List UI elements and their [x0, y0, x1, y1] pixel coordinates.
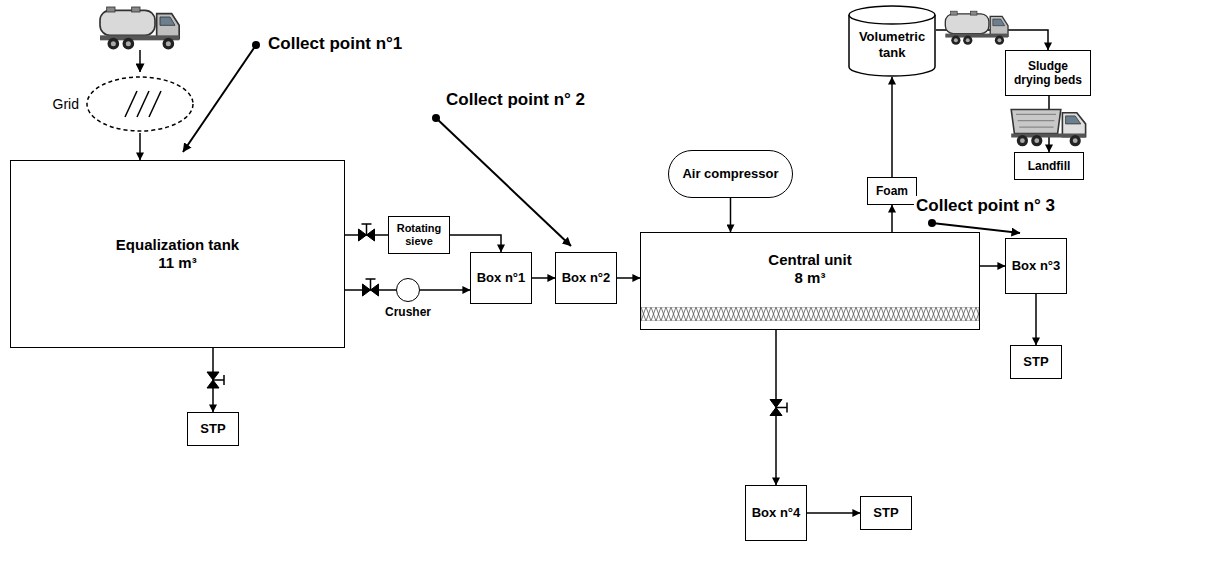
leader-line — [183, 45, 256, 152]
process-box: Box n°2 — [555, 252, 617, 304]
tank-cylinder: Volumetric tank — [848, 5, 936, 77]
node-content: Box n°2 — [556, 253, 616, 303]
valve-handle — [213, 375, 224, 385]
valve-symbol — [207, 372, 224, 388]
process-box: Foam — [867, 177, 917, 205]
node-title: Equalization tank — [116, 236, 239, 254]
node-detail: 11 m³ — [158, 254, 196, 272]
node-title: STP — [200, 421, 225, 437]
dump-truck — [1011, 110, 1085, 147]
flow-connector — [617, 277, 640, 279]
outlet-box: STP — [187, 412, 239, 446]
delivery-arrow — [139, 50, 141, 72]
tank-box: Central unit8 m³ — [640, 232, 980, 330]
diffuser-band — [641, 307, 979, 321]
node-detail: 8 m³ — [795, 269, 826, 287]
flow-connector — [807, 512, 860, 514]
node-title: Crusher — [385, 305, 431, 319]
leader-line — [436, 118, 571, 246]
flow-connector — [450, 235, 501, 252]
node-content: Central unit8 m³ — [641, 233, 979, 329]
tank-box: Equalization tank11 m³ — [10, 160, 345, 348]
node-title: STP — [873, 505, 898, 521]
valve-symbol — [770, 400, 787, 416]
valve-symbol — [359, 224, 375, 241]
tanker-truck — [945, 11, 1008, 45]
equipment-box: Air compressor — [668, 150, 793, 198]
node-title: Rotating sieve — [394, 222, 444, 248]
flow-connector — [1035, 294, 1037, 345]
grid-bar — [137, 91, 149, 117]
grid-bar — [149, 91, 161, 117]
process-box: Box n°3 — [1005, 238, 1067, 294]
node-content: Foam — [868, 178, 916, 204]
node-content: Volumetric tank — [848, 5, 936, 77]
cylinder-top — [849, 6, 935, 24]
tanker-truck — [100, 7, 179, 50]
grid-symbol — [85, 75, 195, 133]
node-content: Air compressor — [669, 151, 792, 197]
callout-label: Collect point n°1 — [266, 34, 404, 54]
process-box: Landfill — [1014, 152, 1084, 180]
process-box: Box n°1 — [470, 252, 532, 304]
flow-connector — [980, 265, 1005, 267]
flow-connector — [420, 289, 470, 291]
node-content: STP — [188, 413, 238, 445]
node-content: STP — [861, 497, 911, 529]
node-content: Sludge drying beds — [1006, 51, 1090, 95]
flow-connector — [139, 133, 141, 160]
flow-connector — [891, 77, 893, 177]
node-title: Box n°1 — [477, 270, 526, 286]
valve-handle — [362, 224, 372, 235]
node-content: Box n°1 — [471, 253, 531, 303]
node-title: Box n°4 — [752, 505, 801, 521]
grid-outline — [87, 77, 193, 131]
node-title: Air compressor — [682, 166, 778, 182]
node-title: Landfill — [1028, 159, 1071, 173]
node-title: Box n°2 — [562, 270, 611, 286]
node-content: Landfill — [1015, 153, 1083, 179]
valve-handle — [776, 403, 787, 413]
node-content: Equalization tank11 m³ — [11, 161, 344, 347]
node-content: Rotating sieve — [389, 217, 449, 253]
callout-label: Collect point n° 2 — [444, 90, 587, 110]
diffuser-grid — [641, 307, 979, 321]
outlet-box: STP — [860, 496, 912, 530]
flow-connector — [891, 205, 893, 232]
process-box: Rotating sieve — [388, 216, 450, 254]
callout-label: Collect point n° 3 — [914, 196, 1057, 216]
node-title: STP — [1023, 354, 1048, 370]
screen-grid: Grid — [85, 75, 195, 133]
node-title: Foam — [876, 184, 908, 198]
process-box: Sludge drying beds — [1005, 50, 1091, 96]
node-content: Box n°4 — [746, 486, 806, 540]
flow-connector — [730, 198, 732, 232]
grid-bar — [125, 91, 137, 117]
valve-symbol — [363, 279, 379, 296]
node-title: Box n°3 — [1012, 258, 1061, 274]
node-content: STP — [1011, 346, 1061, 378]
flow-connector — [532, 277, 555, 279]
node-title: Volumetric tank — [853, 29, 931, 60]
node-title: Grid — [53, 96, 79, 112]
node-title: Central unit — [768, 251, 851, 269]
valve-handle — [366, 279, 376, 290]
crusher-symbol: Crusher — [396, 278, 420, 302]
process-box: Box n°4 — [745, 485, 807, 541]
outlet-box: STP — [1010, 345, 1062, 379]
node-content: Box n°3 — [1006, 239, 1066, 293]
node-title: Sludge drying beds — [1011, 59, 1085, 88]
